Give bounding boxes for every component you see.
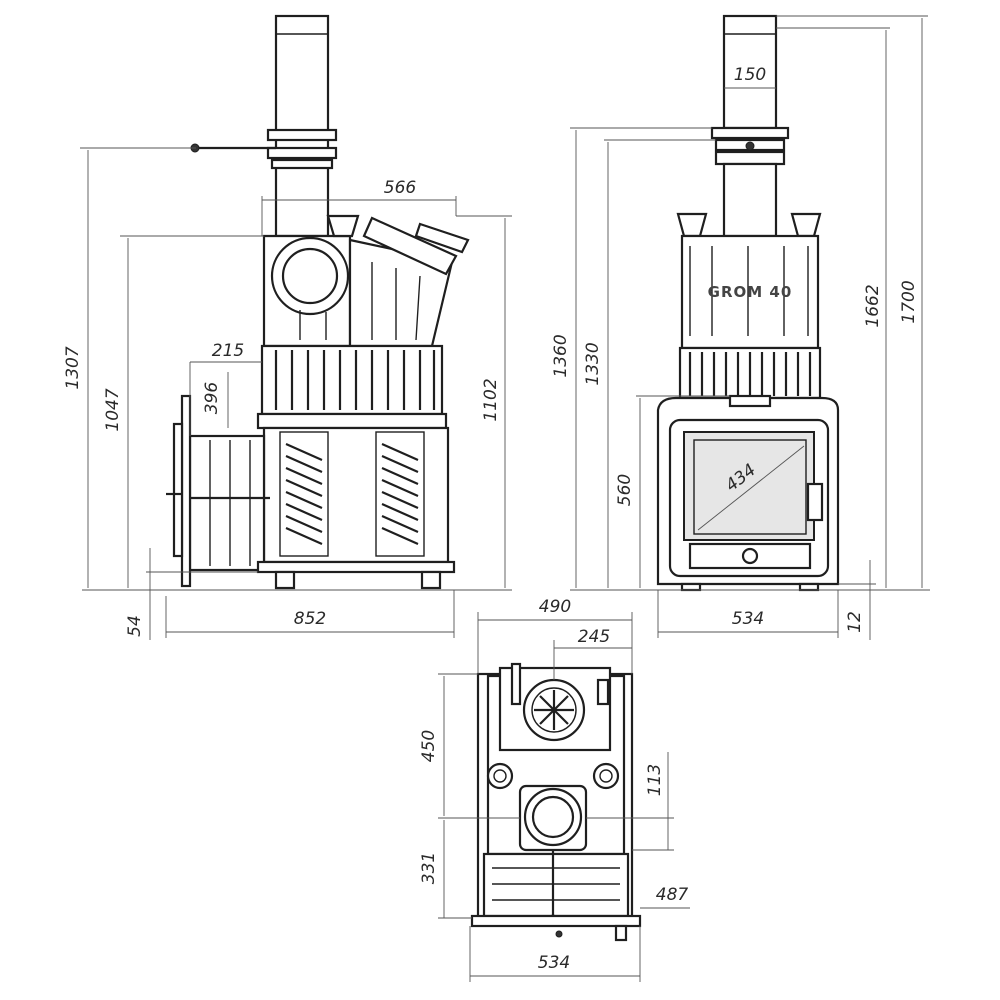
dim-top-width-490: 490 (539, 597, 571, 617)
dim-front-height-1662: 1662 (863, 284, 883, 327)
dim-top-depth-450: 450 (419, 730, 439, 762)
side-dimensions (80, 147, 512, 640)
dim-side-top-width: 566 (384, 178, 417, 198)
dim-side-foot-height: 54 (125, 615, 145, 637)
top-dimensions (438, 612, 690, 982)
dimension-labels: 1307 1047 1102 566 215 396 852 54 150 13… (63, 65, 919, 973)
dim-top-depth-331: 331 (419, 852, 439, 884)
front-ribs (688, 352, 812, 396)
brand-logo: GROM 40 (708, 283, 793, 301)
dim-front-foot-height: 12 (845, 611, 865, 633)
dim-top-offset-245: 245 (578, 627, 610, 647)
dim-front-height-1330: 1330 (583, 342, 603, 385)
dim-front-height-1360: 1360 (551, 334, 571, 377)
dim-front-door-height: 560 (615, 474, 635, 506)
dim-top-width-534: 534 (538, 953, 570, 973)
dim-front-width: 534 (732, 609, 764, 629)
side-ribs (274, 350, 436, 410)
top-view (470, 662, 642, 942)
side-louvres (285, 442, 419, 546)
dim-side-right-height: 1102 (481, 378, 501, 421)
dim-side-tunnel-depth: 396 (202, 382, 222, 415)
dim-side-overall-width: 852 (294, 609, 326, 629)
dim-top-offset-113: 113 (645, 764, 665, 796)
dim-side-tunnel-width: 215 (212, 341, 244, 361)
front-dimensions (570, 15, 930, 640)
dim-front-height-1700: 1700 (899, 280, 919, 323)
dim-side-top-height: 1047 (103, 388, 123, 431)
side-view (166, 14, 470, 590)
front-view: GROM 40 (656, 14, 840, 592)
dim-top-depth-487: 487 (656, 885, 689, 905)
dim-side-overall-height: 1307 (63, 346, 83, 389)
dim-front-flue-diameter: 150 (734, 65, 766, 85)
